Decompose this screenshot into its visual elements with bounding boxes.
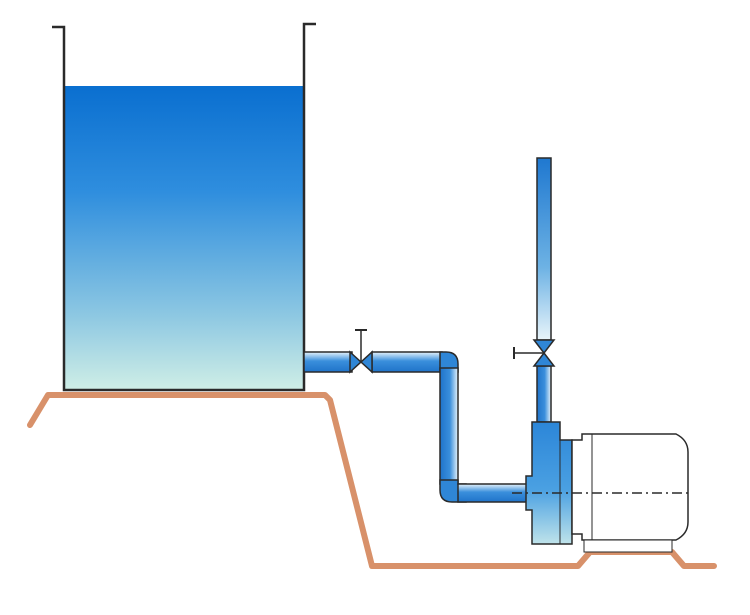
ground-profile bbox=[27, 392, 717, 569]
open-tank bbox=[52, 22, 316, 392]
suction-valve[interactable] bbox=[349, 329, 373, 374]
motor bbox=[571, 433, 689, 553]
tank-water bbox=[64, 86, 304, 390]
discharge-pipe bbox=[536, 157, 552, 423]
discharge-valve[interactable] bbox=[513, 339, 556, 367]
centrifugal-pump bbox=[525, 421, 573, 545]
suction-pipe bbox=[303, 351, 533, 503]
